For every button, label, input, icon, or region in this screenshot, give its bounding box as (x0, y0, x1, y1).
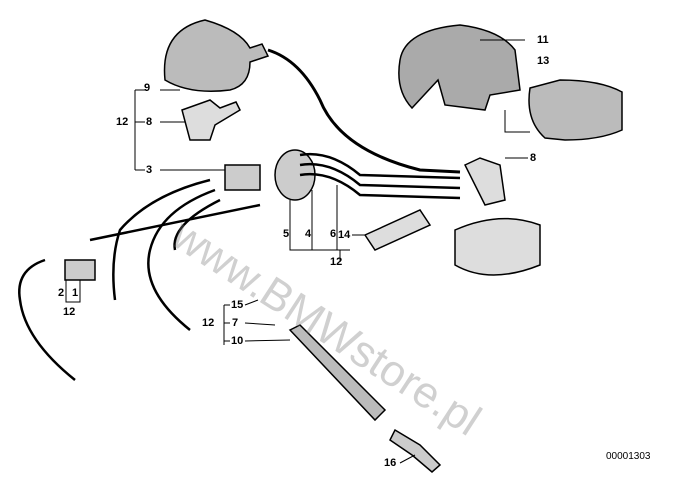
label-16: 16 (384, 457, 397, 469)
label-14: 14 (338, 229, 351, 241)
plug-connector-8 (181, 99, 241, 141)
label-10: 10 (231, 335, 244, 347)
sleeve-14 (363, 209, 432, 251)
label-8: 8 (146, 116, 153, 128)
label-12-center: 12 (330, 256, 343, 268)
label-5: 5 (283, 228, 290, 240)
label-12: 12 (116, 116, 129, 128)
label-6: 6 (330, 228, 337, 240)
label-4: 4 (305, 228, 312, 240)
label-15: 15 (231, 299, 244, 311)
label-11: 11 (537, 34, 549, 46)
plug-connector-8-right (463, 157, 506, 206)
drawing-number: 00001303 (606, 451, 651, 462)
label-1: 1 (72, 287, 79, 299)
label-8-right: 8 (530, 152, 537, 164)
label-2: 2 (58, 287, 65, 299)
cover-13 (528, 79, 623, 141)
distributor-cap-11 (398, 24, 521, 111)
label-13: 13 (537, 55, 550, 67)
label-9: 9 (144, 82, 151, 94)
ignition-wires (18, 153, 461, 381)
label-3: 3 (146, 164, 153, 176)
spark-plug-16 (389, 428, 442, 473)
clip-2 (64, 259, 96, 281)
label-7: 7 (232, 317, 239, 329)
label-12-lower: 12 (202, 317, 215, 329)
ignition-cap-9 (163, 19, 461, 174)
label-12-left: 12 (63, 306, 76, 318)
clip-3 (224, 164, 261, 191)
spark-plug-lead-10 (288, 324, 387, 422)
distributor-rotor (454, 217, 541, 276)
